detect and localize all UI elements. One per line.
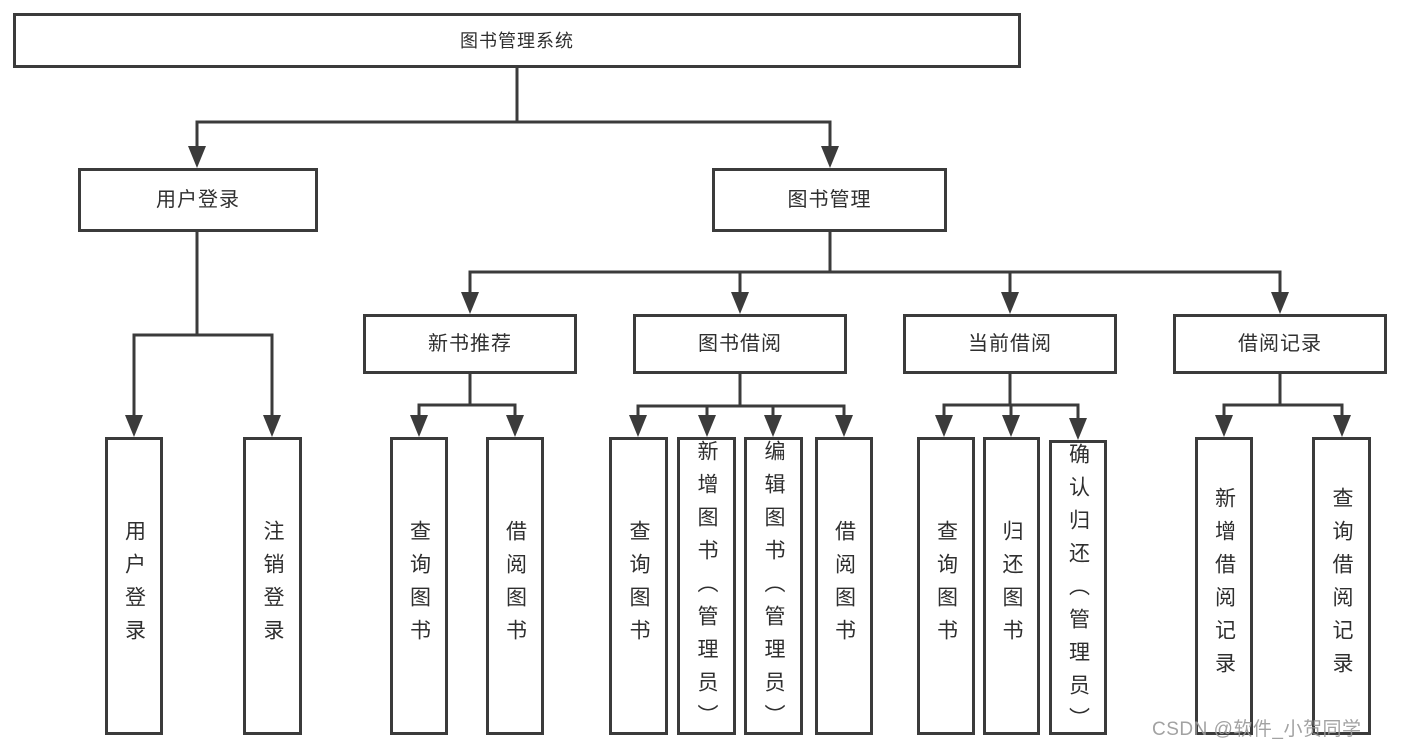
leaf-br-query-record: 查询借阅记录 [1312,437,1371,735]
node-user-login: 用户登录 [78,168,318,232]
node-label: 查询图书 [407,520,431,652]
leaf-user-login: 用户登录 [105,437,163,735]
node-book-management: 图书管理 [712,168,947,232]
node-label: 图书管理 [787,189,872,211]
node-label: 图书管理系统 [460,30,574,51]
node-label: 注销登录 [261,520,284,652]
node-label: 借阅记录 [1238,333,1322,355]
node-label: 确认归还（管理员） [1066,443,1090,740]
node-label: 查询图书 [627,520,650,652]
leaf-bb-edit-books-admin: 编辑图书（管理员） [744,437,803,737]
leaf-rec-borrow-books: 借阅图书 [486,437,544,735]
node-library-management-system: 图书管理系统 [13,13,1021,68]
node-label: 借阅图书 [503,520,527,652]
leaf-cb-query-books: 查询图书 [917,437,975,735]
node-label: 用户登录 [122,520,146,652]
leaf-bb-add-books-admin: 新增图书（管理员） [677,437,736,737]
node-borrow-records: 借阅记录 [1173,314,1387,374]
leaf-bb-query-books: 查询图书 [609,437,668,735]
leaf-bb-borrow-books: 借阅图书 [815,437,873,735]
leaf-br-add-record: 新增借阅记录 [1195,437,1253,735]
node-label: 查询图书 [934,520,958,652]
watermark: CSDN @软件_小贺同学 [1152,719,1362,740]
node-label: 图书借阅 [698,333,782,355]
leaf-logout: 注销登录 [243,437,302,735]
node-label: 查询借阅记录 [1330,487,1353,685]
node-label: 新增借阅记录 [1212,487,1236,685]
node-label: 新书推荐 [428,333,512,355]
node-label: 当前借阅 [968,333,1052,355]
node-label: 借阅图书 [832,520,856,652]
leaf-cb-return-books: 归还图书 [983,437,1040,735]
leaf-cb-confirm-return-admin: 确认归还（管理员） [1049,440,1107,740]
node-label: 编辑图书（管理员） [762,440,785,737]
node-current-borrowing: 当前借阅 [903,314,1117,374]
node-label: 新增图书（管理员） [695,440,718,737]
node-book-borrowing: 图书借阅 [633,314,847,374]
leaf-rec-query-books: 查询图书 [390,437,448,735]
node-new-book-recommend: 新书推荐 [363,314,577,374]
node-label: 归还图书 [1000,520,1023,652]
node-label: 用户登录 [156,189,240,211]
